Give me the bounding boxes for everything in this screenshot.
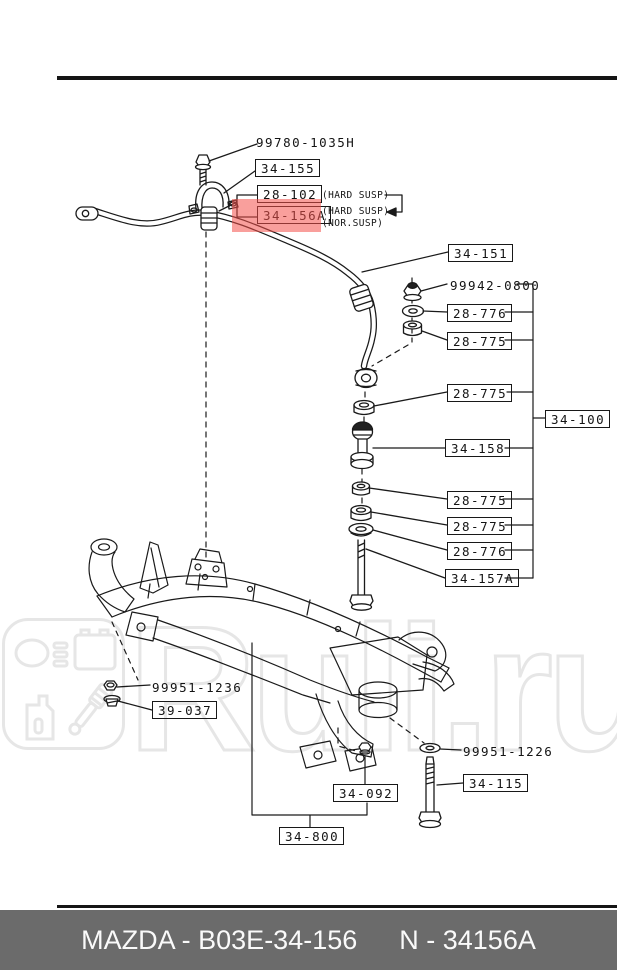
part-label-99780-1035H: 99780-1035H (256, 135, 356, 150)
stabilizer-link-stack (348, 282, 448, 611)
part-label-99951-1226: 99951-1226 (463, 744, 554, 759)
part-label-99942-0800: 99942-0800 (450, 278, 541, 293)
note-hard-susp-2: (HARD SUSP) (322, 206, 390, 217)
highlight-overlay-34-156A (232, 199, 321, 232)
part-label-34-157A[interactable]: 34-157A (445, 569, 520, 587)
lower-label-connectors (251, 642, 368, 828)
part-label-99951-1236: 99951-1236 (152, 680, 243, 695)
stabilizer-bar-drawing (75, 206, 378, 389)
part-label-28-776-lower[interactable]: 28-776 (447, 542, 513, 560)
part-label-28-775-3[interactable]: 28-775 (447, 491, 513, 509)
footer-part-number: N - 34156A (399, 924, 536, 955)
part-label-28-775-4[interactable]: 28-775 (447, 517, 513, 535)
bottom-left-nuts (103, 680, 153, 711)
bottom-border-line (57, 905, 617, 908)
bottom-right-bolt (418, 742, 464, 829)
note-nor-susp: (NOR.SUSP) (322, 218, 384, 229)
top-border-line (57, 76, 617, 80)
subframe-drawing (88, 538, 455, 772)
part-label-39-037[interactable]: 39-037 (152, 701, 218, 719)
connector-bracket-lines (361, 251, 546, 579)
footer-caption-bar: MAZDA - B03E-34-156 N - 34156A (0, 910, 617, 970)
bar-collar-bushing (349, 283, 374, 312)
part-label-34-092[interactable]: 34-092 (333, 784, 399, 802)
part-label-34-155[interactable]: 34-155 (255, 159, 321, 177)
part-label-28-775-2[interactable]: 28-775 (447, 384, 513, 402)
part-label-28-776-upper[interactable]: 28-776 (447, 304, 513, 322)
headlight-icon (14, 638, 69, 668)
substitution-arrow (384, 194, 403, 217)
footer-catalog-code: MAZDA - B03E-34-156 (81, 924, 358, 955)
part-label-34-151[interactable]: 34-151 (448, 244, 514, 262)
clamp-bolt-drawing (188, 143, 258, 231)
part-label-34-100[interactable]: 34-100 (545, 410, 611, 428)
part-label-28-775-1[interactable]: 28-775 (447, 332, 513, 350)
part-label-34-115[interactable]: 34-115 (463, 774, 529, 792)
battery-icon (73, 628, 117, 671)
note-hard-susp-1: (HARD SUSP) (322, 190, 390, 201)
part-label-34-158[interactable]: 34-158 (445, 439, 511, 457)
oil-can-icon (25, 694, 55, 741)
dashed-axis-lines (111, 231, 425, 752)
part-label-34-800[interactable]: 34-800 (279, 827, 345, 845)
